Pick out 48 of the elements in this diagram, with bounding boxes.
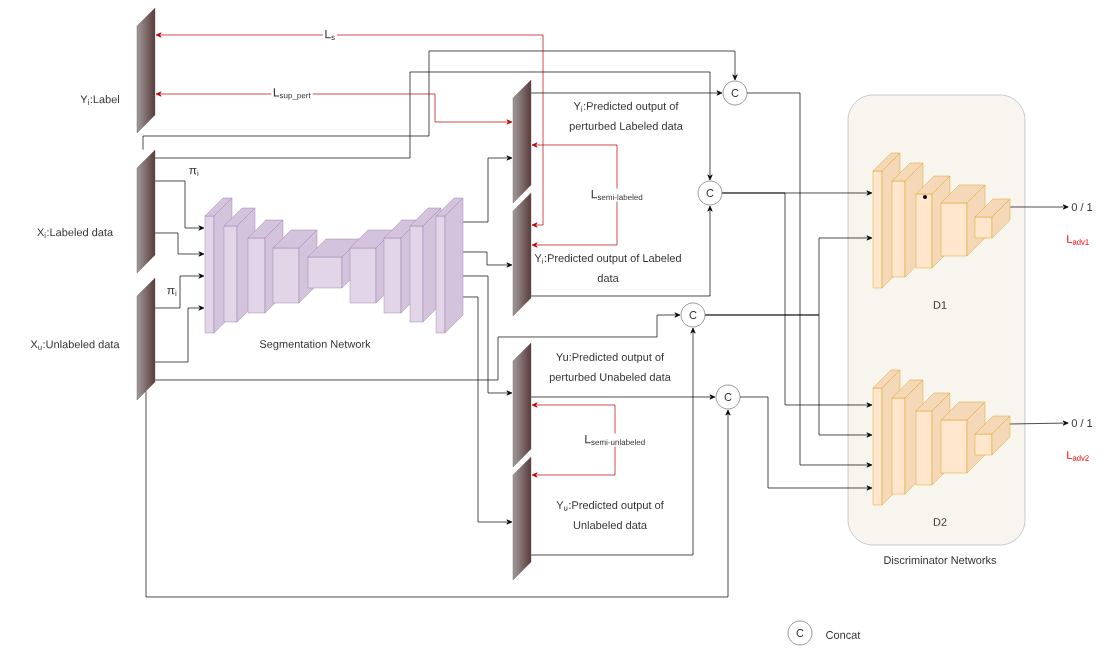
arrow (1009, 204, 1069, 210)
arrow (462, 251, 513, 268)
slab-label: X$_{i}$:Labeled data (37, 228, 114, 238)
arrow (531, 402, 616, 478)
arrow (145, 390, 731, 598)
arrow (154, 273, 205, 309)
arrow (462, 296, 513, 525)
arrow (530, 90, 723, 96)
slab-label: Y$_{i}$:Label (80, 95, 120, 105)
network-label: D1 (933, 301, 947, 309)
loss-label: $\mathrm{L}_{\text{adv1}}$ (1067, 235, 1089, 245)
edge-label: $\mathrm{L}_{\text{semi-unlabeled}}$ (582, 433, 648, 447)
slab-label: X$_{u}$:Unlabeled data (30, 340, 120, 350)
arrow (530, 394, 716, 400)
legend-label: Concat (826, 631, 861, 639)
arrow (530, 327, 696, 556)
slab-label: Y$_{i}$:Predicted output of perturbed Labeled data (569, 101, 683, 133)
slab-label: Y$_{u}$:Predicted output of Unlabeled data (556, 500, 664, 530)
arrow (155, 32, 544, 228)
arrow (530, 205, 713, 297)
arrow (1009, 420, 1069, 426)
arrow (462, 275, 513, 396)
output-label: 0 / 1 (1071, 418, 1093, 428)
arrow (704, 314, 873, 438)
arrow (462, 155, 513, 223)
arrow (721, 192, 873, 408)
arrow (154, 180, 205, 231)
arrow (746, 92, 873, 468)
arrow (739, 396, 873, 491)
edge-label: $\mathrm{L}_{\text{semi-labeled}}$ (589, 188, 645, 202)
arrow (154, 232, 205, 257)
arrow (155, 91, 513, 125)
arrow (531, 142, 618, 248)
arrow (154, 71, 713, 181)
slab-label: Yu:Predicted output of perturbed Unabeled data (549, 352, 671, 384)
network-label: Segmentation Network (259, 339, 371, 351)
slab-label: Y$_{i}$:Predicted output of Labeled data (534, 253, 681, 283)
edge-label: π$_{i}$ (187, 166, 201, 178)
output-label: 0 / 1 (1071, 202, 1093, 212)
loss-label: $\mathrm{L}_{\text{adv2}}$ (1067, 451, 1089, 461)
network-label: D2 (933, 518, 947, 526)
arrow (154, 305, 205, 363)
edge-label: π$_{i}$ (165, 286, 179, 298)
arrow (142, 50, 738, 151)
edge-label: $\mathrm{L}_{\text{s}}$ (322, 28, 338, 42)
group-label: Discriminator Networks (884, 555, 997, 565)
arrow (154, 312, 681, 381)
edge-label: $\mathrm{L}_{\text{sup\_pert}}$ (271, 86, 313, 102)
